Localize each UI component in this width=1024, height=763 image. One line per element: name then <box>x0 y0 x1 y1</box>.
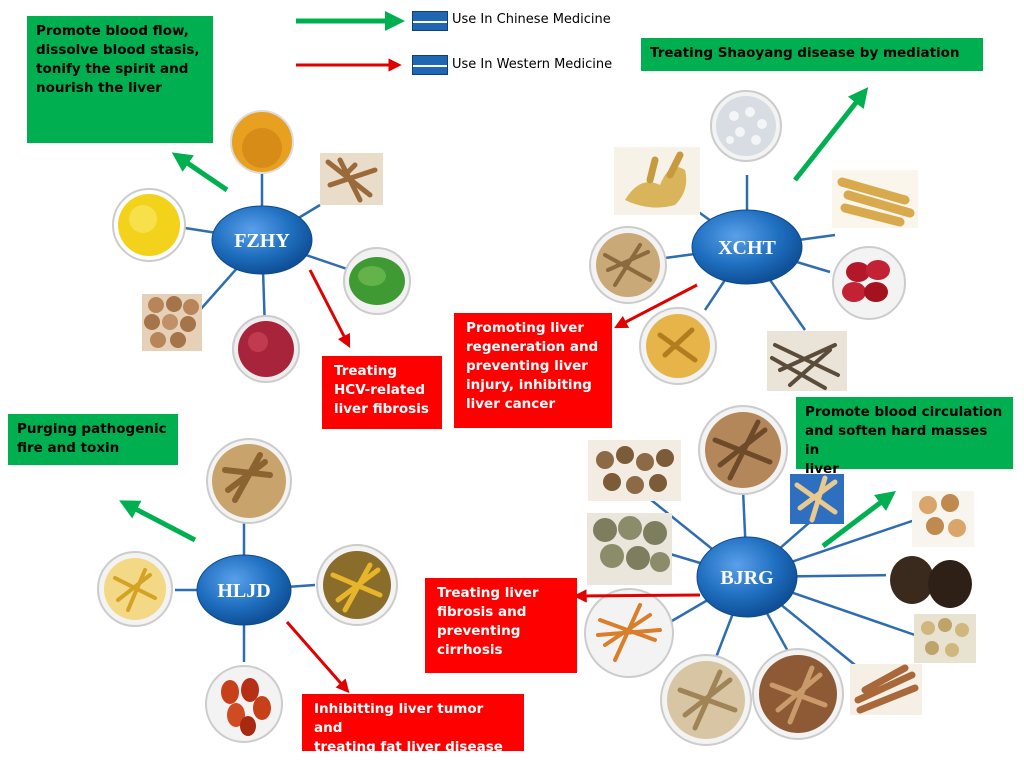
xcht-western-use: Promoting liver regeneration and prevent… <box>454 313 612 428</box>
jujube-dates-icon <box>832 246 906 320</box>
xcht-node[interactable] <box>691 209 803 285</box>
xcht-chinese-use: Treating Shaoyang disease by mediation <box>641 38 983 71</box>
xcht-cluster: XCHT <box>589 87 918 391</box>
fzhy-node[interactable] <box>211 205 313 275</box>
legend-western-label: Use In Western Medicine <box>452 57 613 72</box>
hljd-chinese-use: Purging pathogenic fire and toxin <box>8 414 178 465</box>
ginseng-roots-icon <box>832 170 918 228</box>
bjrg-node[interactable] <box>696 536 798 618</box>
fzhy-western-arrow <box>308 269 351 349</box>
gardenia-fruits-icon <box>205 665 283 743</box>
dried-slices-icon <box>752 648 844 740</box>
hljd-cluster: HLJD <box>97 438 398 743</box>
yellow-pollen-icon <box>112 188 186 262</box>
bjrg-western-arrow <box>573 589 701 603</box>
fzhy-western-use: Treating HCV-related liver fibrosis <box>322 356 442 429</box>
hljd-node[interactable] <box>196 554 292 626</box>
herb-slices-blue-icon <box>790 474 844 524</box>
bjrg-western-use: Treating liver fibrosis and preventing c… <box>425 578 577 673</box>
apricot-seeds-icon <box>142 294 202 351</box>
legend-chinese-swatch <box>412 11 448 31</box>
bjrg-chinese-arrow <box>821 490 896 548</box>
fzhy-cluster: FZHY <box>112 110 411 383</box>
hljd-label: HLJD <box>217 580 270 602</box>
scutellaria-root-icon <box>316 544 398 626</box>
phellodendron-slices-icon <box>97 551 173 627</box>
bupleurum-root-slices-icon <box>589 226 667 304</box>
ginger-root-icon <box>614 147 700 215</box>
root-slices-icon <box>660 654 752 746</box>
turmeric-powder-icon <box>230 110 294 174</box>
dried-root-slices-icon <box>320 153 383 205</box>
hljd-western-arrow <box>285 621 350 694</box>
bjrg-chinese-use: Promote blood circulation and soften har… <box>796 397 1013 477</box>
cinnamon-bark-icon <box>850 664 922 715</box>
fzhy-chinese-use: Promote blood flow, dissolve blood stasi… <box>27 16 213 143</box>
green-herb-powder-icon <box>343 247 411 315</box>
legend-chinese-label: Use In Chinese Medicine <box>452 12 611 27</box>
hljd-chinese-arrow <box>119 500 197 543</box>
red-berries-icon <box>232 315 300 383</box>
bjrg-cluster: BJRG <box>573 405 976 746</box>
turtle-shell-icon <box>912 491 974 547</box>
xcht-chinese-arrow <box>793 87 869 182</box>
cordyceps-icon <box>584 588 674 678</box>
coptis-root-icon <box>206 438 292 524</box>
red-sage-slices-icon <box>698 405 788 495</box>
bjrg-label: BJRG <box>720 567 774 589</box>
fzhy-label: FZHY <box>234 230 290 252</box>
xcht-label: XCHT <box>718 237 776 259</box>
legend-western-swatch <box>412 55 448 75</box>
xcht-western-arrow <box>614 283 698 329</box>
white-pinellia-tubers-icon <box>710 90 782 162</box>
legend <box>296 11 405 72</box>
ganoderma-icon <box>886 550 976 612</box>
scutellaria-slices-icon <box>639 307 717 385</box>
notoginseng-roots-icon <box>588 440 681 501</box>
fzhy-chinese-arrow <box>171 152 229 193</box>
astragalus-slices-icon <box>914 614 976 663</box>
hljd-western-use: Inhibitting liver tumor and treating fat… <box>302 694 524 755</box>
peony-slices-icon <box>587 513 672 585</box>
licorice-pieces-icon <box>767 331 847 391</box>
